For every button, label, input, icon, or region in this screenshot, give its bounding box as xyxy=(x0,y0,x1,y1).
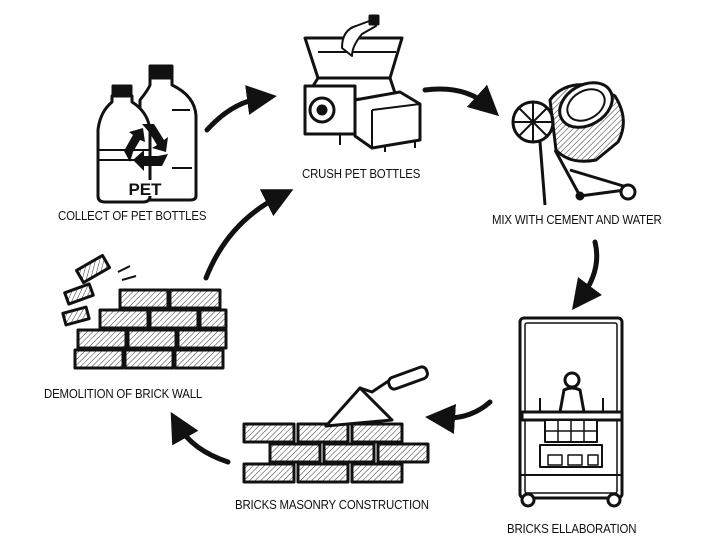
step-label-demolition: DEMOLITION OF BRICK WALL xyxy=(44,386,203,401)
arrow-crush-to-mix xyxy=(422,84,500,117)
arrow-elaborate-to-masonry xyxy=(425,399,493,434)
cement-mixer-icon xyxy=(511,81,637,206)
bricks-and-trowel-icon xyxy=(242,365,430,484)
pet-label: PET xyxy=(128,180,162,199)
step-label-masonry: BRICKS MASONRY CONSTRUCTION xyxy=(235,497,429,512)
flow-arrows xyxy=(170,84,602,465)
arrow-masonry-to-demolition xyxy=(170,411,231,465)
arrow-mix-to-elaborate xyxy=(572,239,602,311)
crusher-machine-icon xyxy=(303,14,422,152)
arrow-collect-to-crush xyxy=(204,85,277,133)
step-label-collect: COLLECT OF PET BOTTLES xyxy=(58,208,207,223)
pet-bottles-recycle-icon xyxy=(96,64,198,204)
arrow-demolition-to-collect xyxy=(203,189,294,281)
step-label-crush: CRUSH PET BOTTLES xyxy=(302,166,421,181)
step-label-mix: MIX WITH CEMENT AND WATER xyxy=(492,212,662,227)
step-label-elaborate: BRICKS ELLABORATION xyxy=(507,521,637,536)
broken-brick-wall-icon xyxy=(61,253,228,370)
brick-press-machine-icon xyxy=(518,316,624,508)
